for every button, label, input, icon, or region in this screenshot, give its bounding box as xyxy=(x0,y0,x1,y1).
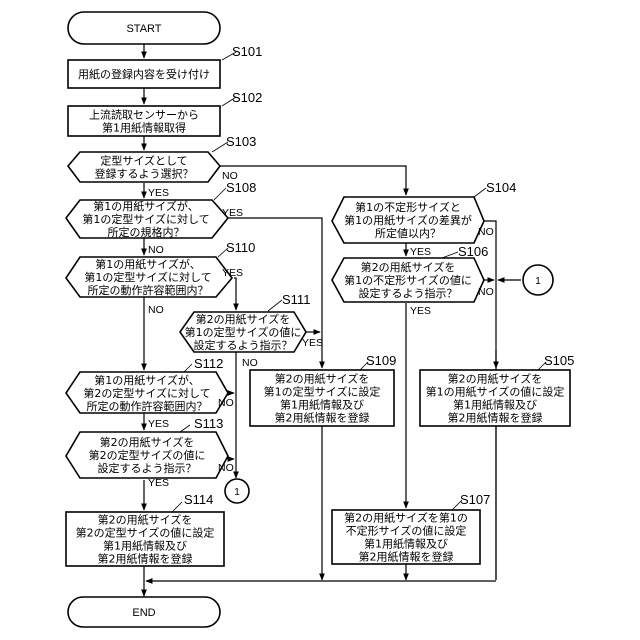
node-text-line: 第1の定型サイズの値に xyxy=(185,325,302,339)
label-s110-yes: YES xyxy=(222,267,243,279)
node-text-line: 所定の動作許容範囲内？ xyxy=(88,283,209,297)
arrow-s110-yes-s111 xyxy=(234,278,236,310)
node-text-line: 第2の用紙サイズを xyxy=(275,372,370,386)
label-s110-no: NO xyxy=(148,304,164,316)
node-text-line: 第1用紙情報及び xyxy=(364,537,448,551)
text-s101: 用紙の登録内容を受け付け xyxy=(78,67,210,81)
node-text-line: 第1の定型サイズに設定 xyxy=(264,385,381,399)
label-s108-yes: YES xyxy=(222,207,243,219)
text-s112: 第1の用紙サイズが、第2の定型サイズに対して所定の動作許容範囲内？ xyxy=(83,373,210,413)
step-id-s102: S102 xyxy=(232,90,262,105)
node-text-line: 用紙の登録内容を受け付け xyxy=(78,67,210,81)
node-text-line: 所定の動作許容範囲内？ xyxy=(87,399,208,413)
label-s104-no: NO xyxy=(478,226,494,238)
label-s103-no: NO xyxy=(222,170,238,182)
step-id-s112: S112 xyxy=(194,356,223,371)
label-s104-yes: YES xyxy=(410,246,431,258)
text-s103: 定型サイズとして登録するよう選択？ xyxy=(95,154,194,181)
node-text-line: 第1の用紙サイズが、 xyxy=(94,373,199,387)
node-text-line: 第1の不定形サイズと xyxy=(355,200,461,214)
step-id-s108: S108 xyxy=(226,180,256,195)
node-text-line: 第2用紙情報を登録 xyxy=(448,411,543,425)
step-id-s105: S105 xyxy=(544,353,574,368)
end-label: END xyxy=(132,607,155,619)
node-text-line: 第2の用紙サイズを第1の xyxy=(344,511,468,525)
start-terminal: START xyxy=(68,12,220,44)
label-s112-yes: YES xyxy=(148,418,169,430)
step-id-s106: S106 xyxy=(458,244,488,259)
node-text-line: 所定値以内？ xyxy=(375,226,441,240)
text-s110: 第1の用紙サイズが、第1の定型サイズに対して所定の動作許容範囲内？ xyxy=(84,257,211,297)
connector-label: 1 xyxy=(234,487,240,498)
text-s111: 第2の用紙サイズを第1の定型サイズの値に設定するよう指示？ xyxy=(185,312,302,352)
step-id-s103: S103 xyxy=(226,134,256,149)
node-text-line: 第2の定型サイズの値に設定 xyxy=(76,526,215,540)
text-s109: 第2の用紙サイズを第1の定型サイズに設定第1用紙情報及び第2用紙情報を登録 xyxy=(264,372,381,425)
node-text-line: 第2用紙情報を登録 xyxy=(98,552,193,566)
label-s108-no: NO xyxy=(148,244,164,256)
node-text-line: 第1の用紙サイズの差異が xyxy=(344,213,472,227)
step-id-s107: S107 xyxy=(460,492,490,507)
node-text-line: 第1の用紙サイズが、 xyxy=(95,257,200,271)
node-text-line: 第2用紙情報を登録 xyxy=(359,550,454,564)
node-text-line: 第1用紙情報及び xyxy=(453,398,537,412)
text-s107: 第2の用紙サイズを第1の不定形サイズの値に設定第1用紙情報及び第2用紙情報を登録 xyxy=(344,511,468,564)
step-id-s104: S104 xyxy=(486,180,516,195)
node-text-line: 設定するよう指示？ xyxy=(359,286,458,300)
step-id-s110: S110 xyxy=(226,240,255,255)
connector-circle-2: 1 xyxy=(523,265,553,295)
node-text-line: 第1の定型サイズに対して xyxy=(82,212,209,226)
label-s113-no: NO xyxy=(218,462,234,474)
step-id-s109: S109 xyxy=(366,353,396,368)
label-s111-yes: YES xyxy=(302,337,323,349)
node-text-line: 登録するよう選択？ xyxy=(95,167,194,181)
node-text-line: 第2の用紙サイズを xyxy=(448,372,543,386)
node-text-line: 設定するよう指示？ xyxy=(194,338,293,352)
connector-label: 1 xyxy=(535,276,541,287)
label-s106-yes: YES xyxy=(410,305,431,317)
node-text-line: 第2の定型サイズの値に xyxy=(89,448,206,462)
node-text-line: 第1用紙情報取得 xyxy=(102,121,186,135)
node-text-line: 不定形サイズの値に設定 xyxy=(346,524,467,538)
node-text-line: 第2の用紙サイズを xyxy=(98,513,193,527)
node-text-line: 定型サイズとして xyxy=(100,154,187,168)
text-s102: 上流読取センサーから第1用紙情報取得 xyxy=(89,108,199,135)
node-text-line: 第1の用紙サイズが、 xyxy=(93,199,198,213)
node-text-line: 第2用紙情報を登録 xyxy=(275,411,370,425)
node-text-line: 第2の定型サイズに対して xyxy=(83,386,210,400)
label-s103-yes: YES xyxy=(148,187,169,199)
node-text-line: 第1の用紙サイズの値に設定 xyxy=(426,385,565,399)
text-s113: 第2の用紙サイズを第2の定型サイズの値に設定するよう指示？ xyxy=(89,435,206,475)
node-text-line: 上流読取センサーから xyxy=(89,108,199,122)
node-texts: 用紙の登録内容を受け付け 上流読取センサーから第1用紙情報取得 定型サイズとして… xyxy=(76,67,565,566)
label-s113-yes: YES xyxy=(148,477,169,489)
step-id-s101: S101 xyxy=(232,44,262,59)
connector-circle-1: 1 xyxy=(225,479,249,503)
node-text-line: 第1用紙情報及び xyxy=(280,398,364,412)
node-text-line: 第2の用紙サイズを xyxy=(361,260,456,274)
node-text-line: 第1用紙情報及び xyxy=(103,539,187,553)
node-text-line: 設定するよう指示？ xyxy=(98,461,197,475)
node-text-line: 第1の不定形サイズの値に xyxy=(344,273,472,287)
label-s111-no: NO xyxy=(242,357,258,369)
text-s106: 第2の用紙サイズを第1の不定形サイズの値に設定するよう指示？ xyxy=(344,260,472,300)
label-s106-no: NO xyxy=(478,286,494,298)
step-id-s113: S113 xyxy=(194,416,223,431)
node-text-line: 第2の用紙サイズを xyxy=(100,435,195,449)
node-text-line: 第2の用紙サイズを xyxy=(196,312,291,326)
node-text-line: 所定の規格内？ xyxy=(108,225,185,239)
label-s112-no: NO xyxy=(218,397,234,409)
node-text-line: 第1の定型サイズに対して xyxy=(84,270,211,284)
end-terminal: END xyxy=(68,597,220,627)
step-id-s114: S114 xyxy=(184,492,213,507)
step-id-s111: S111 xyxy=(282,292,310,307)
start-label: START xyxy=(126,23,161,35)
